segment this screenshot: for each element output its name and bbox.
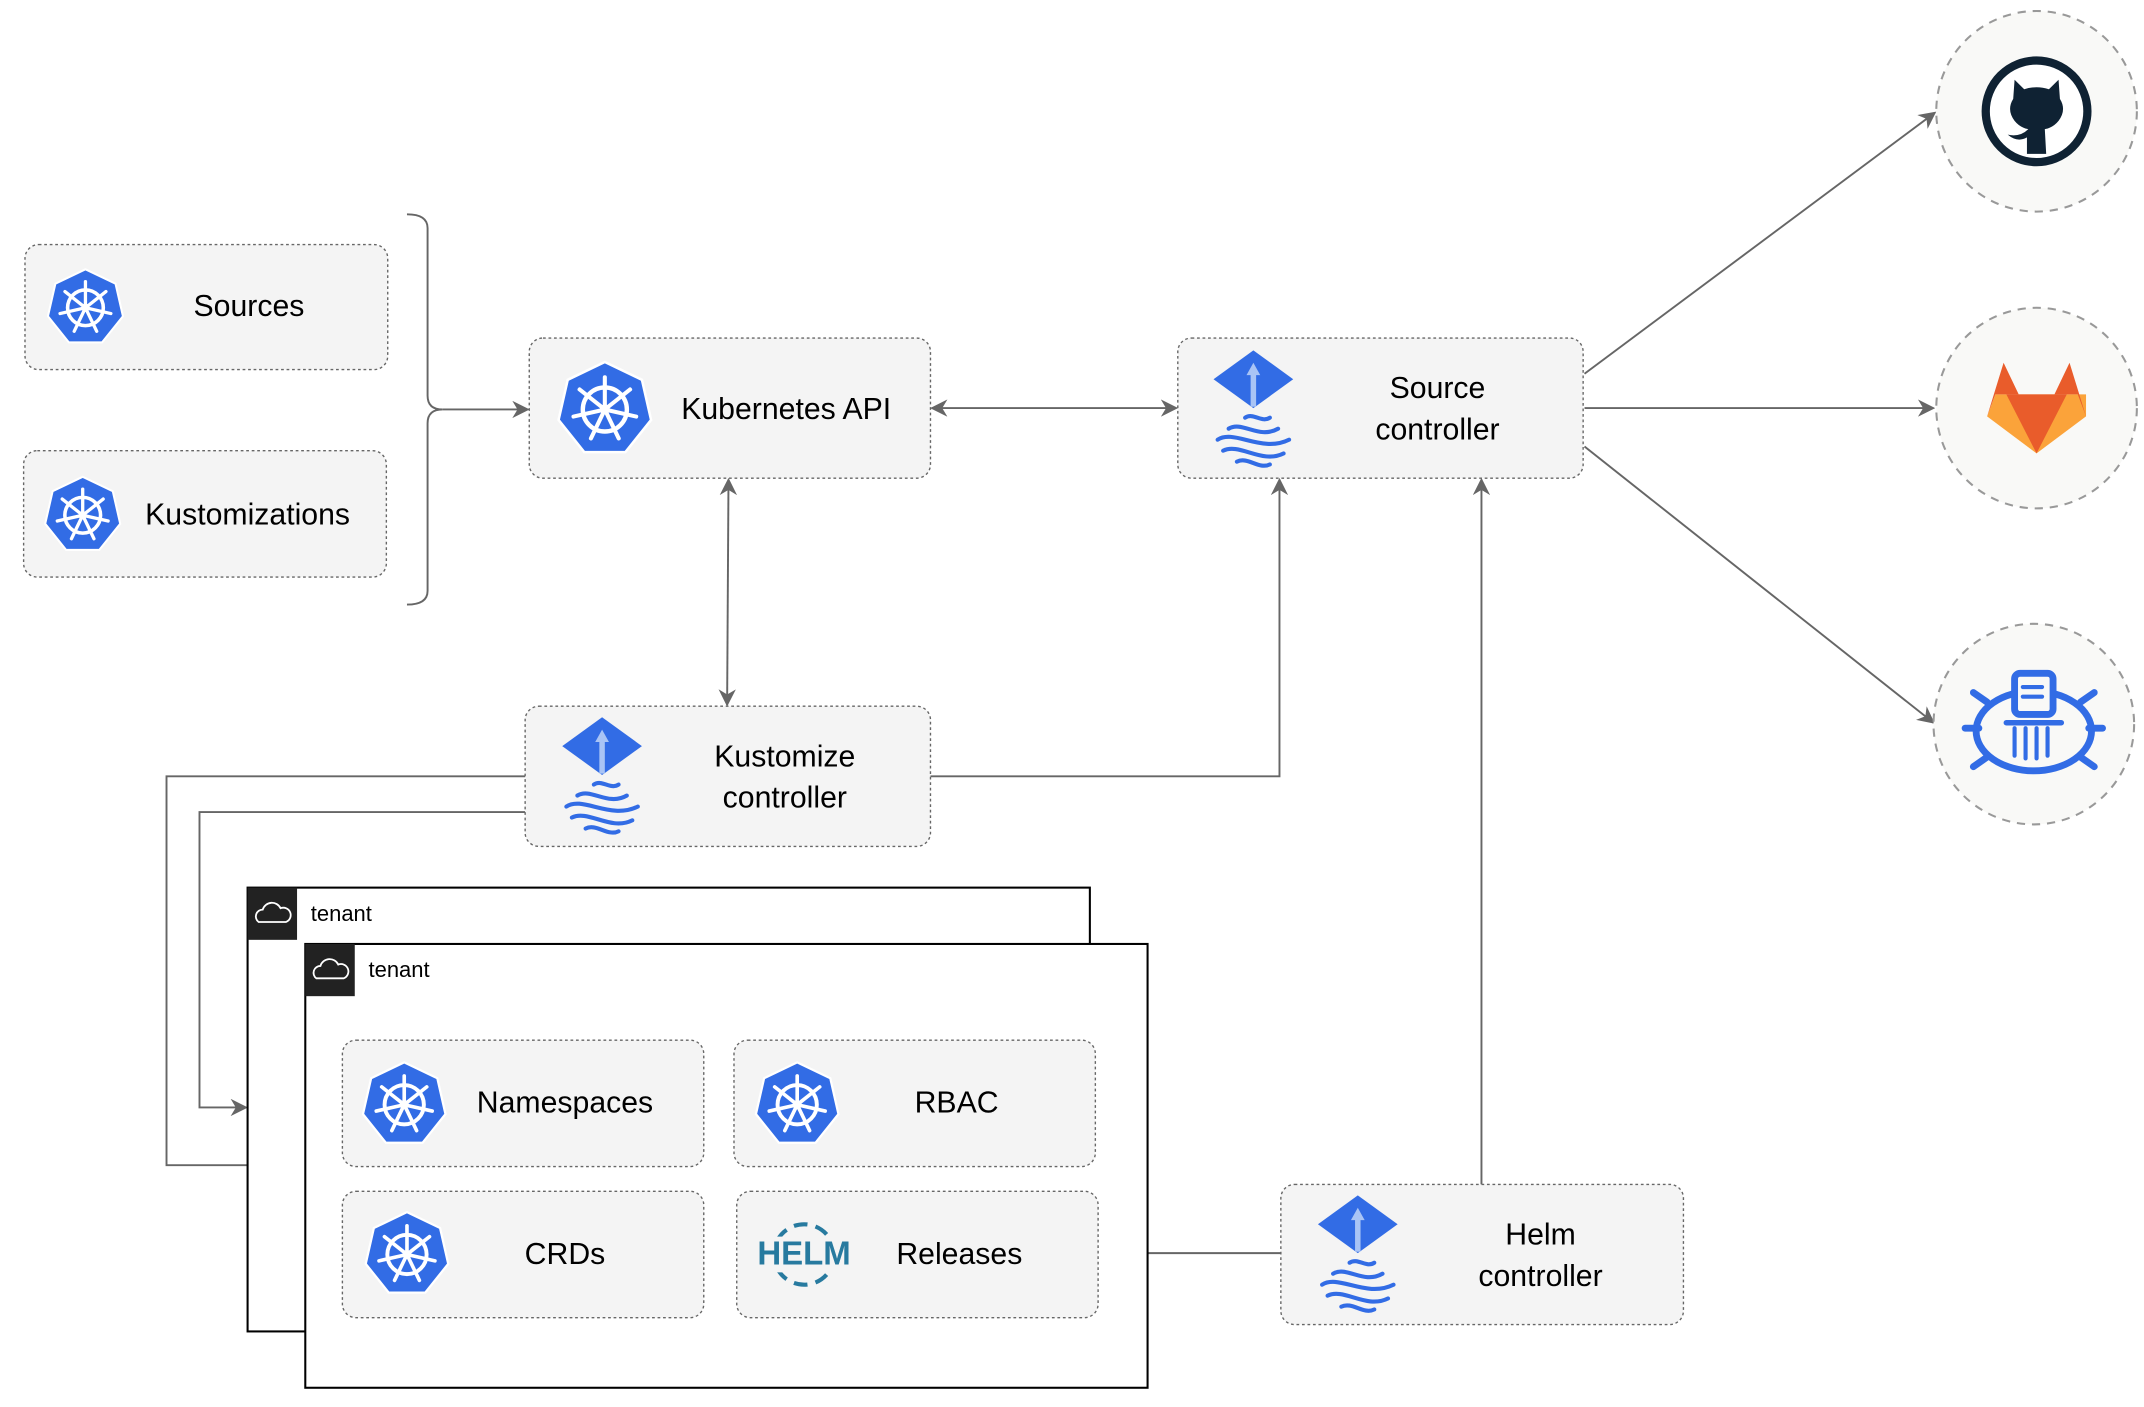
helm-controller-label-line1: Helm — [1505, 1219, 1576, 1252]
gitlab-source[interactable] — [1935, 306, 2138, 510]
cloud-icon-background — [247, 887, 298, 940]
edge-source-to-bucket — [1583, 445, 1935, 724]
rbac-label: RBAC — [915, 1087, 999, 1120]
helm-controller-node[interactable]: Helm controller — [1280, 1183, 1685, 1326]
sources-label: Sources — [194, 290, 305, 323]
edge-kustomize-to-tenant-front — [165, 775, 526, 1174]
helm-controller-label-line2: controller — [1478, 1260, 1602, 1293]
namespaces-node[interactable]: Namespaces — [341, 1039, 705, 1168]
bucket-source[interactable] — [1932, 622, 2136, 826]
cloud-icon — [254, 901, 292, 923]
kustomize-controller-node[interactable]: Kustomize controller — [524, 705, 932, 848]
brace — [406, 213, 443, 606]
kustomizations-label: Kustomizations — [145, 499, 350, 532]
helm-logo-text: HELM — [757, 1235, 850, 1272]
edge-kustomize-to-tenant-back — [198, 811, 526, 1117]
edges — [165, 111, 1937, 1262]
source-controller-label-line1: Source — [1390, 372, 1486, 405]
crds-node[interactable]: CRDs — [341, 1190, 705, 1319]
sources-node[interactable]: Sources — [24, 243, 389, 371]
github-icon — [1981, 56, 2092, 167]
kubernetes-api-label: Kubernetes API — [681, 393, 891, 426]
edge-api-kustomize-controller — [718, 477, 738, 707]
edge-source-to-github — [1583, 111, 1937, 375]
kustomizations-node[interactable]: Kustomizations — [22, 449, 388, 578]
source-controller-node[interactable]: Source controller — [1177, 337, 1584, 479]
tenant-label: tenant — [369, 957, 430, 982]
bucket-icon — [1961, 669, 2106, 775]
releases-label: Releases — [896, 1238, 1022, 1271]
kustomize-controller-label-line2: controller — [723, 782, 847, 815]
rbac-node[interactable]: RBAC — [733, 1039, 1097, 1168]
github-source[interactable] — [1935, 9, 2138, 213]
edge-kustomize-to-source — [930, 477, 1289, 778]
namespaces-label: Namespaces — [477, 1087, 653, 1120]
crds-label: CRDs — [525, 1238, 606, 1271]
source-controller-label-line2: controller — [1375, 413, 1499, 446]
cloud-icon-background — [305, 943, 355, 997]
tenant-label: tenant — [311, 901, 372, 926]
gitlab-icon — [1987, 362, 2087, 454]
helm-icon: HELM — [757, 1222, 851, 1287]
kustomize-controller-label-line1: Kustomize — [714, 740, 855, 773]
releases-node[interactable]: HELM Releases — [736, 1190, 1099, 1319]
kubernetes-api-node[interactable]: Kubernetes API — [528, 337, 932, 479]
cloud-icon — [312, 958, 350, 980]
